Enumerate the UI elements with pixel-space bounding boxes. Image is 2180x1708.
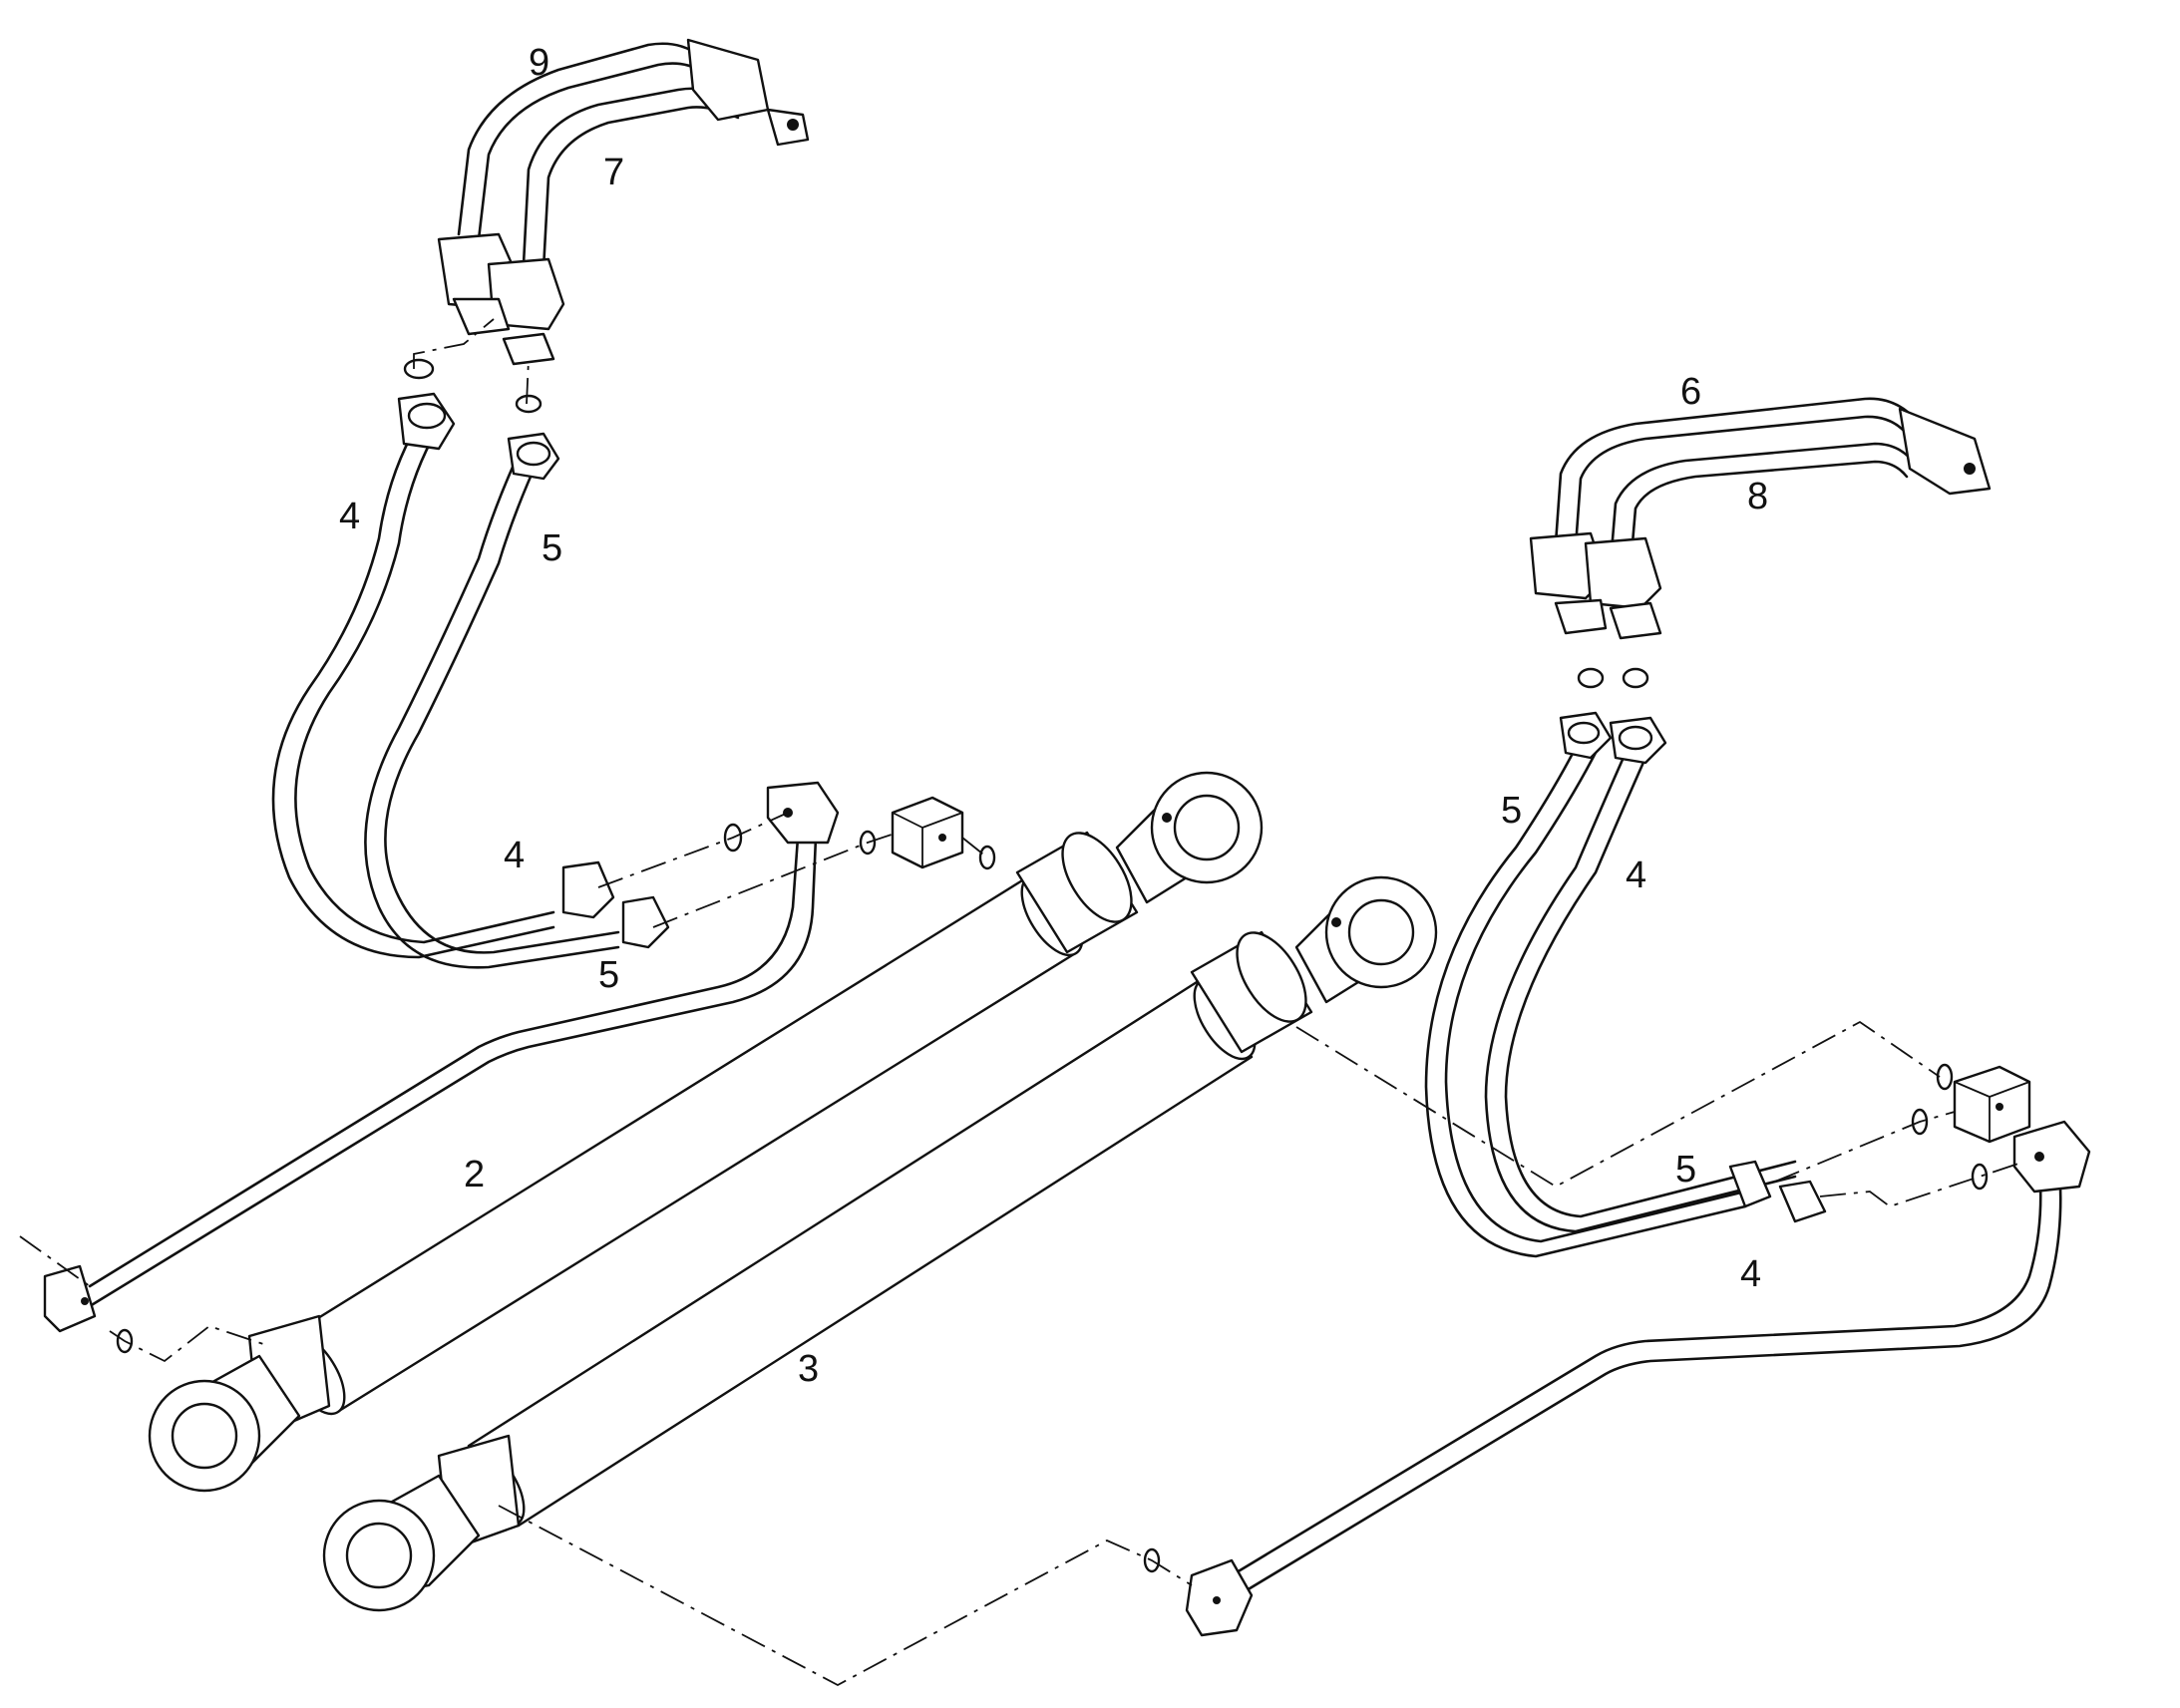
- callout-2: 2: [464, 1154, 485, 1196]
- callout-4: 4: [339, 496, 360, 537]
- right-hoses: [1424, 667, 1989, 1258]
- left-long-pipe: [43, 781, 840, 1333]
- right-connector-block: [1953, 1065, 2031, 1144]
- callout-4: 4: [504, 835, 525, 876]
- callout-labels: 9 7 4 5 4 5 2 3 6 8 5 4 5 4: [339, 42, 1768, 1390]
- left-hoses: [271, 358, 996, 969]
- o-ring: [1143, 1547, 1161, 1573]
- callout-5: 5: [1501, 790, 1522, 832]
- callout-9: 9: [529, 42, 549, 84]
- callout-7: 7: [603, 152, 624, 193]
- hydraulic-cylinder-2: [148, 771, 1264, 1493]
- callout-8: 8: [1747, 476, 1768, 517]
- upper-right-pipes: [1529, 397, 1992, 640]
- right-long-pipe: [1185, 1120, 2091, 1637]
- upper-left-pipes: [437, 38, 810, 366]
- callout-4: 4: [1626, 854, 1646, 896]
- callout-3: 3: [798, 1348, 819, 1390]
- o-ring: [116, 1328, 134, 1354]
- callout-4: 4: [1740, 1253, 1761, 1295]
- left-connector-block: [891, 796, 964, 869]
- assembly-leader-lines: [19, 318, 2025, 1687]
- callout-5: 5: [598, 954, 619, 996]
- callout-5: 5: [1675, 1149, 1696, 1191]
- hydraulic-cylinder-3: [322, 875, 1438, 1612]
- callout-6: 6: [1680, 371, 1701, 413]
- callout-5: 5: [542, 527, 562, 569]
